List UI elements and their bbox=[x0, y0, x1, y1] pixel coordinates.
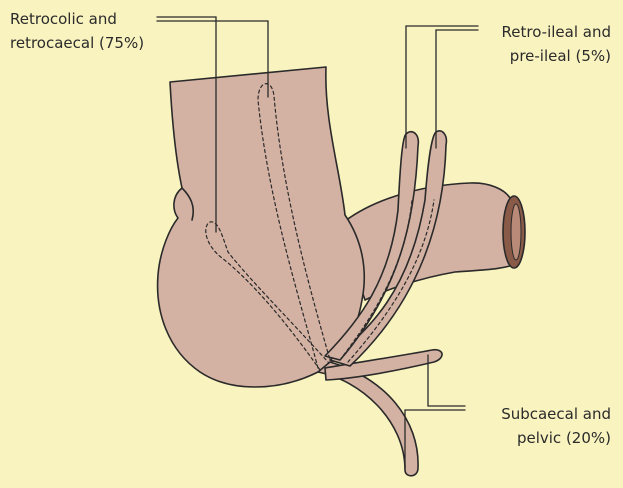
label-subcaecal: Subcaecal and pelvic (20%) bbox=[501, 402, 611, 450]
label-subcaecal-line2: pelvic (20%) bbox=[501, 426, 611, 450]
label-retrocolic-line1: Retrocolic and bbox=[10, 7, 144, 31]
label-subcaecal-line1: Subcaecal and bbox=[501, 402, 611, 426]
caecum-body bbox=[158, 67, 365, 387]
label-retrocolic: Retrocolic and retrocaecal (75%) bbox=[10, 7, 144, 55]
label-retroileal-line2: pre-ileal (5%) bbox=[502, 44, 611, 68]
label-retroileal: Retro-ileal and pre-ileal (5%) bbox=[502, 20, 611, 68]
label-retrocolic-line2: retrocaecal (75%) bbox=[10, 31, 144, 55]
label-retroileal-line1: Retro-ileal and bbox=[502, 20, 611, 44]
